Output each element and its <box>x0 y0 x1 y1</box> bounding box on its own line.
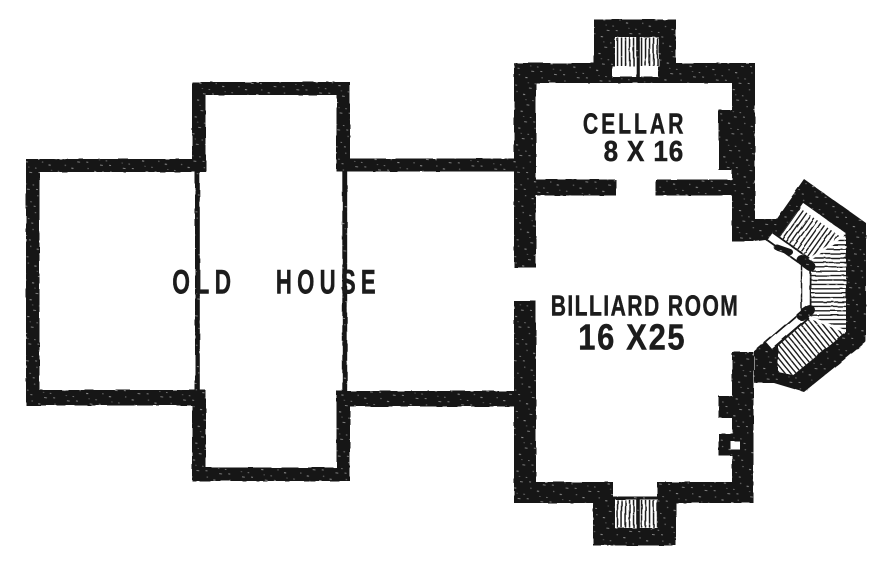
svg-text:OLD: OLD <box>172 264 236 302</box>
svg-text:16 X25: 16 X25 <box>578 317 686 358</box>
svg-text:HOUSE: HOUSE <box>276 264 381 302</box>
svg-text:CELLAR: CELLAR <box>583 109 687 141</box>
svg-text:8 X 16: 8 X 16 <box>604 136 685 168</box>
svg-text:BILLIARD ROOM: BILLIARD ROOM <box>551 291 740 323</box>
